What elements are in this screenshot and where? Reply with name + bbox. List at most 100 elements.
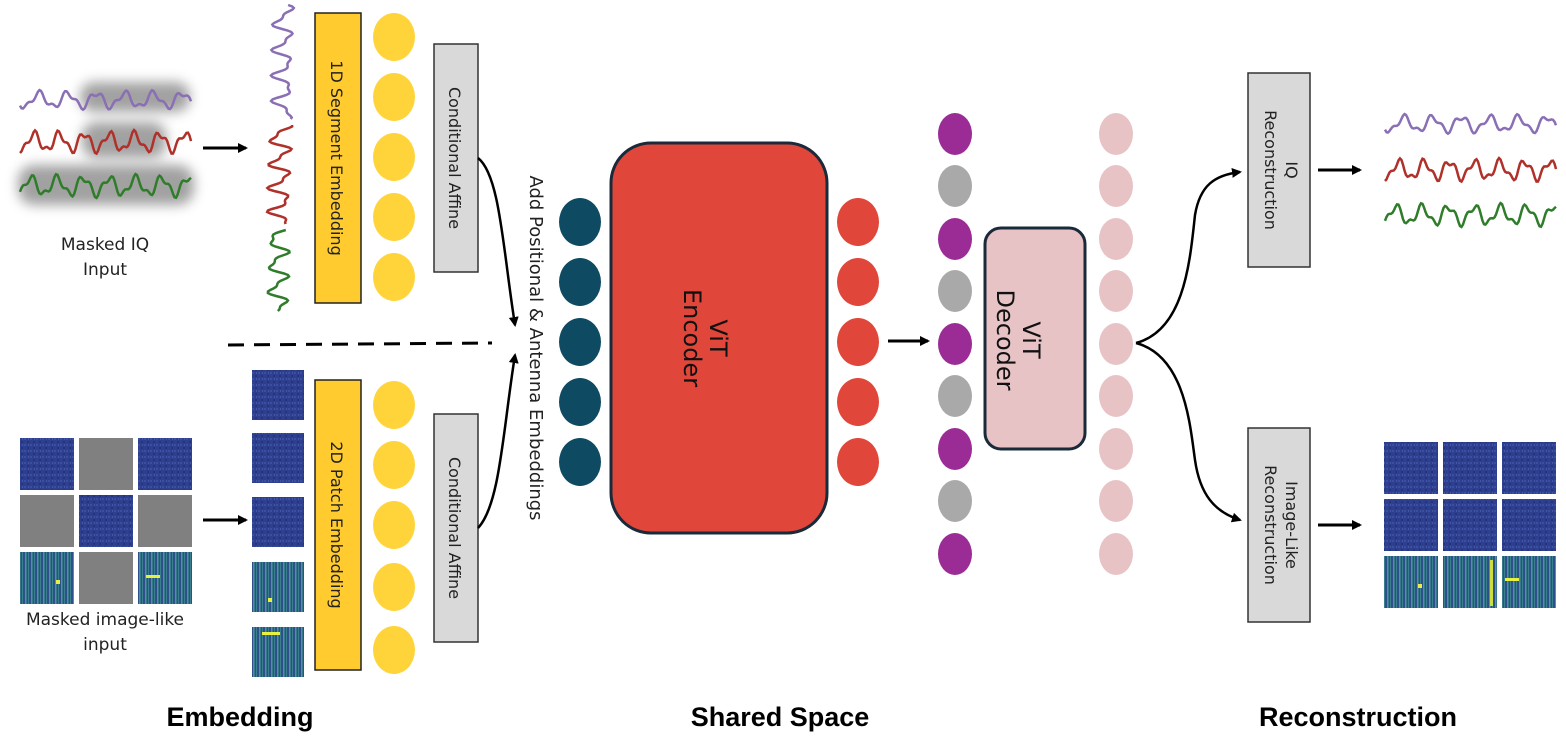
segment-wave-purple [269, 3, 296, 120]
arrow-to-image-reconstruction [1135, 341, 1242, 523]
recon-patch [1502, 442, 1556, 494]
encoder-token [837, 378, 879, 426]
section-title-shared-space: Shared Space [691, 702, 870, 732]
iq-input-label-line2: Input [83, 260, 127, 280]
masked-patch [138, 495, 192, 547]
reconstructed-image-output [1384, 442, 1556, 608]
positional-tokens [559, 198, 601, 486]
segment-tokens [373, 13, 415, 301]
encoder-token [837, 438, 879, 486]
decoder-token [1099, 480, 1133, 522]
visible-token [938, 533, 972, 575]
decoder-input-tokens [938, 113, 972, 575]
segment-embedding-block [314, 12, 362, 304]
embed-token [373, 133, 415, 181]
image-reconstruction-block [1247, 427, 1311, 623]
image-input-label-line2: input [83, 635, 127, 655]
masked-patch [79, 552, 133, 604]
recon-patch [1384, 499, 1438, 551]
signal-dot [56, 580, 60, 584]
patch [252, 562, 304, 612]
segment-embedding-label: 1D Segment Embedding [327, 60, 346, 255]
image-reconstruction-label-line1: Image-Like [1282, 481, 1301, 569]
decoder-token [1099, 270, 1133, 312]
encoder-output-tokens [837, 198, 879, 486]
arrow-affine-top-to-positional [477, 157, 519, 327]
signal-dot [146, 575, 160, 578]
encoder-token [837, 318, 879, 366]
image-input-label-line1: Masked image-like [26, 610, 184, 630]
conditional-affine-top-block [433, 43, 479, 273]
patch [252, 433, 304, 483]
decoder-token [1099, 323, 1133, 365]
decoder-token [1099, 113, 1133, 155]
mask-token [938, 165, 972, 207]
embed-token [373, 441, 415, 489]
patch-column [252, 370, 304, 677]
masked-image-input: Masked image-like input [20, 438, 192, 655]
segment-wave-red [265, 124, 294, 225]
decoder-label-line2: Decoder [991, 290, 1019, 391]
embed-token [373, 626, 415, 674]
positional-token [559, 438, 601, 486]
patch [252, 370, 304, 420]
encoder-label-line1: ViT [704, 319, 732, 357]
patch [252, 497, 304, 547]
positional-embeddings-label: Add Positional & Antenna Embeddings [525, 175, 546, 520]
vit-decoder-block [983, 226, 1087, 451]
visible-token [938, 218, 972, 260]
visible-token [938, 323, 972, 365]
iq-wave-purple [18, 88, 193, 112]
positional-token [559, 318, 601, 366]
mask-glow [82, 122, 166, 158]
positional-token [559, 258, 601, 306]
masked-patch [79, 438, 133, 490]
recon-patch [1384, 442, 1438, 494]
mask-glow [80, 82, 190, 112]
iq-reconstruction-block [1247, 72, 1311, 268]
decoder-token [1099, 533, 1133, 575]
iq-wave-red [19, 128, 193, 156]
conditional-affine-bottom-label: Conditional Affine [445, 457, 464, 599]
segment-wave-green [266, 228, 291, 312]
recon-patch [1443, 442, 1497, 494]
embed-token [373, 253, 415, 301]
conditional-affine-top-label: Conditional Affine [445, 87, 464, 229]
recon-patch [1502, 556, 1556, 608]
decoder-label-line1: ViT [1017, 321, 1045, 359]
arrow-affine-bottom-to-positional [477, 353, 519, 529]
patch-embedding-label: 2D Patch Embedding [327, 441, 346, 608]
embed-token [373, 563, 415, 611]
encoder-label-line2: Encoder [678, 289, 706, 387]
signal-dot [1418, 584, 1422, 588]
decoder-token [1099, 218, 1133, 260]
mask-token [938, 270, 972, 312]
patch [252, 627, 304, 677]
recon-wave-red [1384, 156, 1558, 184]
embed-token [373, 193, 415, 241]
signal-dot [268, 598, 272, 602]
image-reconstruction-label-line2: Reconstruction [1261, 465, 1280, 585]
embed-token [373, 381, 415, 429]
patch-embedding-block [314, 379, 362, 671]
signal-dot [262, 632, 280, 635]
mask-token [938, 480, 972, 522]
masked-patch [20, 495, 74, 547]
recon-patch [1384, 556, 1438, 608]
iq-wave-green [18, 172, 192, 200]
signal-dot [1505, 578, 1519, 581]
section-title-embedding: Embedding [167, 702, 314, 732]
iq-input-label-line1: Masked IQ [61, 235, 149, 255]
recon-patch [1502, 499, 1556, 551]
recon-patch [1443, 499, 1497, 551]
mask-token [938, 375, 972, 417]
recon-wave-green [1383, 201, 1557, 229]
decoder-token [1099, 375, 1133, 417]
arrow-to-iq-reconstruction [1135, 167, 1242, 345]
recon-patch [1443, 556, 1497, 608]
modality-separator [227, 341, 493, 347]
image-patch [79, 495, 133, 547]
iq-reconstruction-label-line1: IQ [1282, 161, 1301, 178]
decoder-token [1099, 428, 1133, 470]
